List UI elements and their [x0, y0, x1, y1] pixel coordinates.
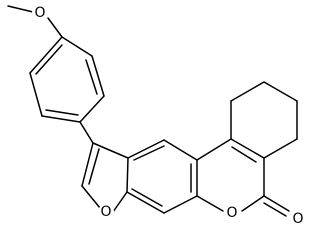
bond-py-c-o — [196, 195, 224, 212]
bond-bz-4 — [163, 195, 198, 214]
bond-methyl-o — [7, 5, 34, 13]
bond-py-o-c — [241, 195, 265, 212]
bond-bz-2 — [163, 139, 198, 161]
chemical-structure-diagram: O O O O — [7, 5, 306, 227]
bond-aryl-furan — [79, 121, 94, 144]
bond-furan-o-c7a — [112, 191, 128, 213]
bond-bz-5-inner — [131, 188, 163, 207]
atom-furan-oxygen: O — [98, 204, 114, 220]
bond-furan-c2-o — [81, 185, 101, 209]
bond-carbonyl-1 — [263, 195, 290, 212]
bond-ph-5 — [91, 55, 105, 97]
bond-bz-1-inner — [133, 145, 165, 161]
methoxy-oxygen-label: O — [34, 5, 45, 21]
carbonyl-oxygen-label: O — [292, 211, 303, 227]
bond-o-aryl — [47, 17, 63, 38]
bond-ph-3 — [41, 115, 81, 123]
bond-bz-6 — [126, 157, 129, 193]
atom-methoxy-oxygen: O — [32, 5, 48, 21]
atom-label-group: O O O O — [32, 5, 306, 227]
bond-furan-c3-c2 — [81, 142, 94, 187]
bond-cy-3 — [263, 81, 298, 102]
bond-py-c-bz — [196, 138, 232, 161]
bond-py-cc-double-inner — [231, 146, 257, 163]
bond-ph-6 — [61, 36, 93, 57]
bond-cy-2 — [230, 81, 265, 102]
bond-ph-3-inner — [45, 109, 79, 116]
lactone-oxygen-label: O — [226, 205, 237, 221]
bond-bz-1 — [127, 139, 165, 159]
furan-oxygen-label: O — [100, 204, 111, 220]
atom-lactone-oxygen: O — [224, 205, 240, 221]
bond-group — [7, 5, 298, 217]
bond-ph-5-inner — [85, 59, 98, 95]
bond-ph-1-inner — [35, 44, 63, 75]
bond-furan-c3-c2-inner — [88, 148, 100, 185]
bond-carbonyl-2 — [263, 202, 287, 217]
atom-carbonyl-oxygen: O — [290, 211, 306, 227]
molecule-structure-canvas: O O O O — [7, 5, 306, 227]
bond-ph-1 — [29, 36, 63, 74]
bond-ph-2 — [29, 72, 43, 117]
bond-furan-c3-c3a — [92, 142, 129, 159]
bond-cy-5 — [263, 138, 298, 159]
bond-ph-4 — [79, 95, 105, 123]
bond-py-cc-double — [230, 138, 265, 159]
bond-bz-5 — [126, 191, 165, 214]
